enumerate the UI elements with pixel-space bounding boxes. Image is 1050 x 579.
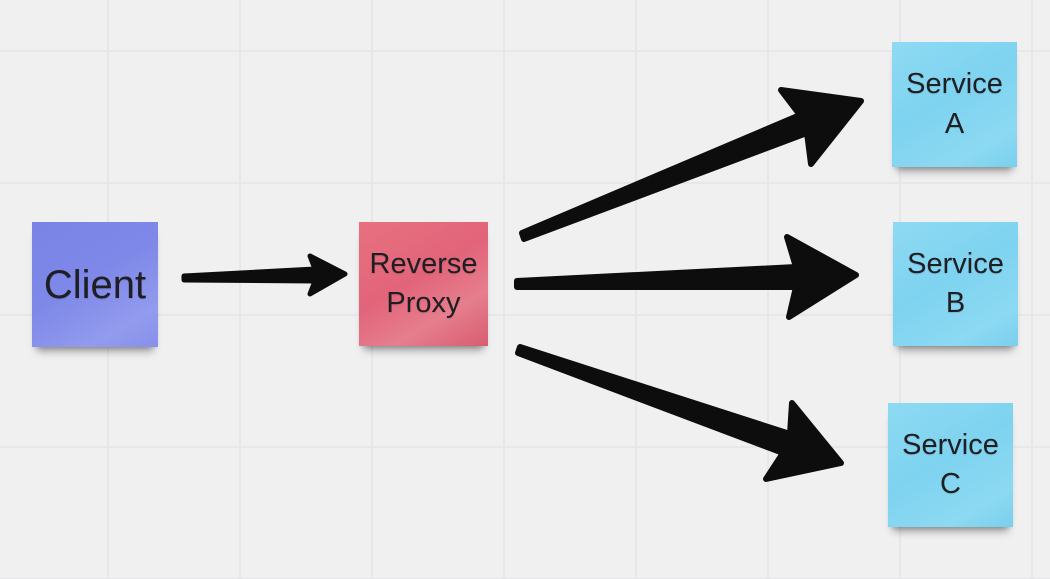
sticky-note-service-b[interactable]: Service B [893, 222, 1018, 346]
sticky-note-reverse-proxy[interactable]: Reverse Proxy [359, 222, 488, 346]
arrow-client-to-reverse-proxy[interactable] [181, 253, 348, 297]
sticky-note-service-c[interactable]: Service C [888, 403, 1013, 527]
sticky-note-client-label: Client [43, 262, 147, 307]
sticky-note-service-a[interactable]: Service A [892, 42, 1017, 167]
sticky-note-service-c-label: Service C [902, 428, 999, 500]
arrow-reverse-proxy-to-service-a[interactable] [519, 87, 864, 242]
arrow-reverse-proxy-to-service-c[interactable] [515, 344, 844, 482]
sticky-note-reverse-proxy-label: Reverse Proxy [369, 247, 478, 319]
sticky-note-client[interactable]: Client [32, 222, 158, 347]
arrow-reverse-proxy-to-service-b[interactable] [514, 234, 859, 320]
sticky-note-service-a-label: Service A [906, 68, 1003, 140]
sticky-note-service-b-label: Service B [907, 247, 1004, 319]
